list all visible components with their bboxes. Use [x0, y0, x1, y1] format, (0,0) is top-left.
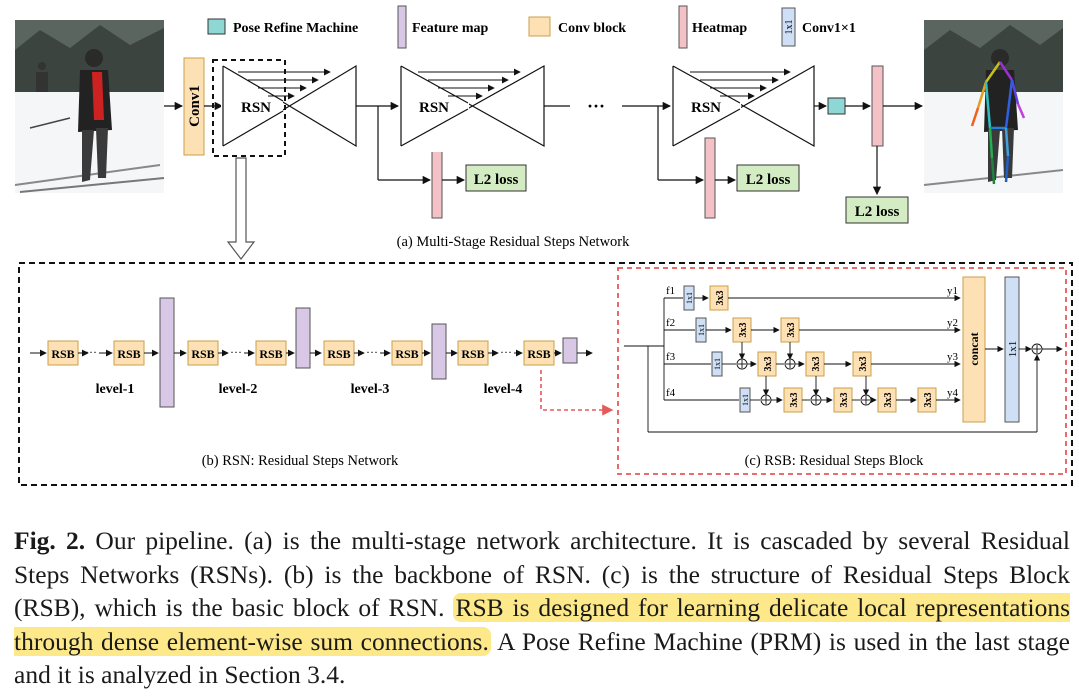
conv3x3-label: 3x3 [923, 393, 934, 408]
level-label: level-3 [351, 382, 390, 397]
rsb-frame [617, 267, 1067, 475]
conv1-label: Conv1 [187, 85, 203, 127]
input-label: f2 [666, 317, 675, 329]
feature-map [562, 337, 578, 364]
rsb-label: RSB [117, 347, 140, 361]
rsb-label: RSB [327, 347, 350, 361]
l2-loss-final [845, 196, 909, 224]
panel-c-caption: (c) RSB: Residual Steps Block [745, 453, 925, 469]
panel-a: Conv1 RSN L2 loss [164, 57, 924, 250]
stage-ellipsis: ··· [587, 96, 605, 116]
rsn-stage-n: RSN [671, 60, 815, 152]
legend-feature-map-label: Feature map [412, 21, 489, 36]
figure-caption: Fig. 2. Our pipeline. (a) is the multi-s… [14, 524, 1070, 692]
rsb-dots: ··· [230, 345, 242, 359]
legend-feature-map-swatch [397, 5, 407, 49]
rsb-dots: ··· [85, 345, 97, 359]
heatmap-stage-n [704, 137, 716, 219]
rsn-stage-1-highlight [212, 59, 286, 157]
feature-map [431, 323, 447, 380]
level-label: level-4 [484, 382, 523, 397]
rsb-dots: ··· [366, 345, 378, 359]
rsb-label: RSB [259, 347, 282, 361]
rsb-block [187, 340, 219, 366]
l2-loss-stage-1-label: L2 loss [474, 172, 519, 188]
rsn-stage-n-label: RSN [691, 100, 721, 116]
l2-loss-stage-n [736, 164, 800, 192]
feature-map [295, 307, 311, 369]
conv1x1-label: 1x1 [697, 324, 706, 336]
input-label: f3 [666, 351, 676, 363]
output-label: y3 [947, 351, 959, 363]
panel-c: (c) RSB: Residual Steps Block f1 y1 f2 y2 f3… [617, 267, 1067, 475]
panel-a-caption: (a) Multi-Stage Residual Steps Network [397, 234, 631, 250]
legend-conv-block-swatch [528, 16, 551, 37]
legend-conv1x1-label: Conv1×1 [802, 21, 856, 36]
rsb-block [457, 340, 489, 366]
legend-prm-label: Pose Refine Machine [233, 21, 358, 36]
rsb-label: RSB [461, 347, 484, 361]
rsn-detail-frame [18, 262, 1073, 486]
output-photo [923, 20, 1064, 193]
conv3x3-label: 3x3 [715, 291, 726, 306]
output-label: y2 [947, 317, 958, 329]
output-conv1x1-label: 1x1 [1007, 341, 1019, 358]
conv3x3-label: 3x3 [786, 323, 797, 338]
conv1x1-label: 1x1 [685, 292, 694, 304]
input-label: f1 [666, 285, 675, 297]
rsn-stage-2: RSN [399, 60, 545, 152]
concat-label: concat [967, 332, 981, 365]
legend-conv-block-label: Conv block [558, 21, 626, 36]
feature-map [159, 297, 175, 408]
l2-loss-final-label: L2 loss [855, 204, 900, 220]
conv1x1-label: 1x1 [713, 358, 722, 370]
caption-label: Fig. 2. [14, 526, 86, 555]
caption-text-1: Our pipeline. (a) is the multi-stage net… [14, 526, 1070, 622]
rsb-label: RSB [191, 347, 214, 361]
rsb-zoom-connector [540, 370, 614, 416]
pipeline-figure: Pose Refine Machine Feature map Conv blo… [14, 5, 1073, 486]
conv3x3-label: 3x3 [839, 393, 850, 408]
conv3x3-label: 3x3 [883, 393, 894, 408]
rsb-label: RSB [395, 347, 418, 361]
conv1x1-label: 1x1 [741, 394, 750, 406]
l2-loss-stage-n-label: L2 loss [746, 172, 791, 188]
conv3x3-label: 3x3 [763, 357, 774, 372]
prm-block [827, 97, 846, 115]
final-heatmap [871, 65, 884, 147]
l2-loss-stage-1 [465, 164, 527, 192]
level-label: level-2 [219, 382, 258, 397]
legend-conv1x1-swatch [781, 7, 796, 47]
pose-skeleton-icon [970, 61, 1026, 185]
rsb-label: RSB [51, 347, 74, 361]
legend-conv1x1-icon-text: 1x1 [784, 20, 795, 35]
rsb-block [47, 340, 79, 366]
conv3x3-label: 3x3 [811, 357, 822, 372]
rsb-dots: ··· [500, 345, 512, 359]
zoom-arrow [226, 157, 256, 260]
conv3x3-label: 3x3 [789, 393, 800, 408]
legend: Pose Refine Machine Feature map Conv blo… [207, 5, 856, 49]
rsn-stage-1: RSN [212, 59, 357, 157]
panel-b-caption: (b) RSN: Residual Steps Network [202, 453, 399, 469]
caption-text-2: A Pose Refine Machine (PRM) is used in t… [14, 626, 1070, 690]
legend-heatmap-swatch [678, 5, 688, 49]
output-label: y4 [947, 387, 959, 399]
rsn-stage-1-label: RSN [241, 100, 271, 116]
output-conv1x1-block [1004, 276, 1020, 423]
rsn-stage-2-label: RSN [419, 100, 449, 116]
input-photo [14, 20, 165, 193]
legend-prm-swatch [207, 18, 226, 35]
rsb-block [255, 340, 287, 366]
conv3x3-label: 3x3 [858, 357, 869, 372]
legend-heatmap-label: Heatmap [692, 21, 747, 36]
panel-b: (b) RSN: Residual Steps Network RSB ··· RS… [30, 297, 593, 469]
conv3x3-label: 3x3 [738, 323, 749, 338]
level-label: level-1 [96, 382, 135, 397]
rsb-label: RSB [527, 347, 550, 361]
input-label: f4 [666, 387, 676, 399]
output-label: y1 [947, 285, 958, 297]
concat-block [962, 276, 986, 423]
